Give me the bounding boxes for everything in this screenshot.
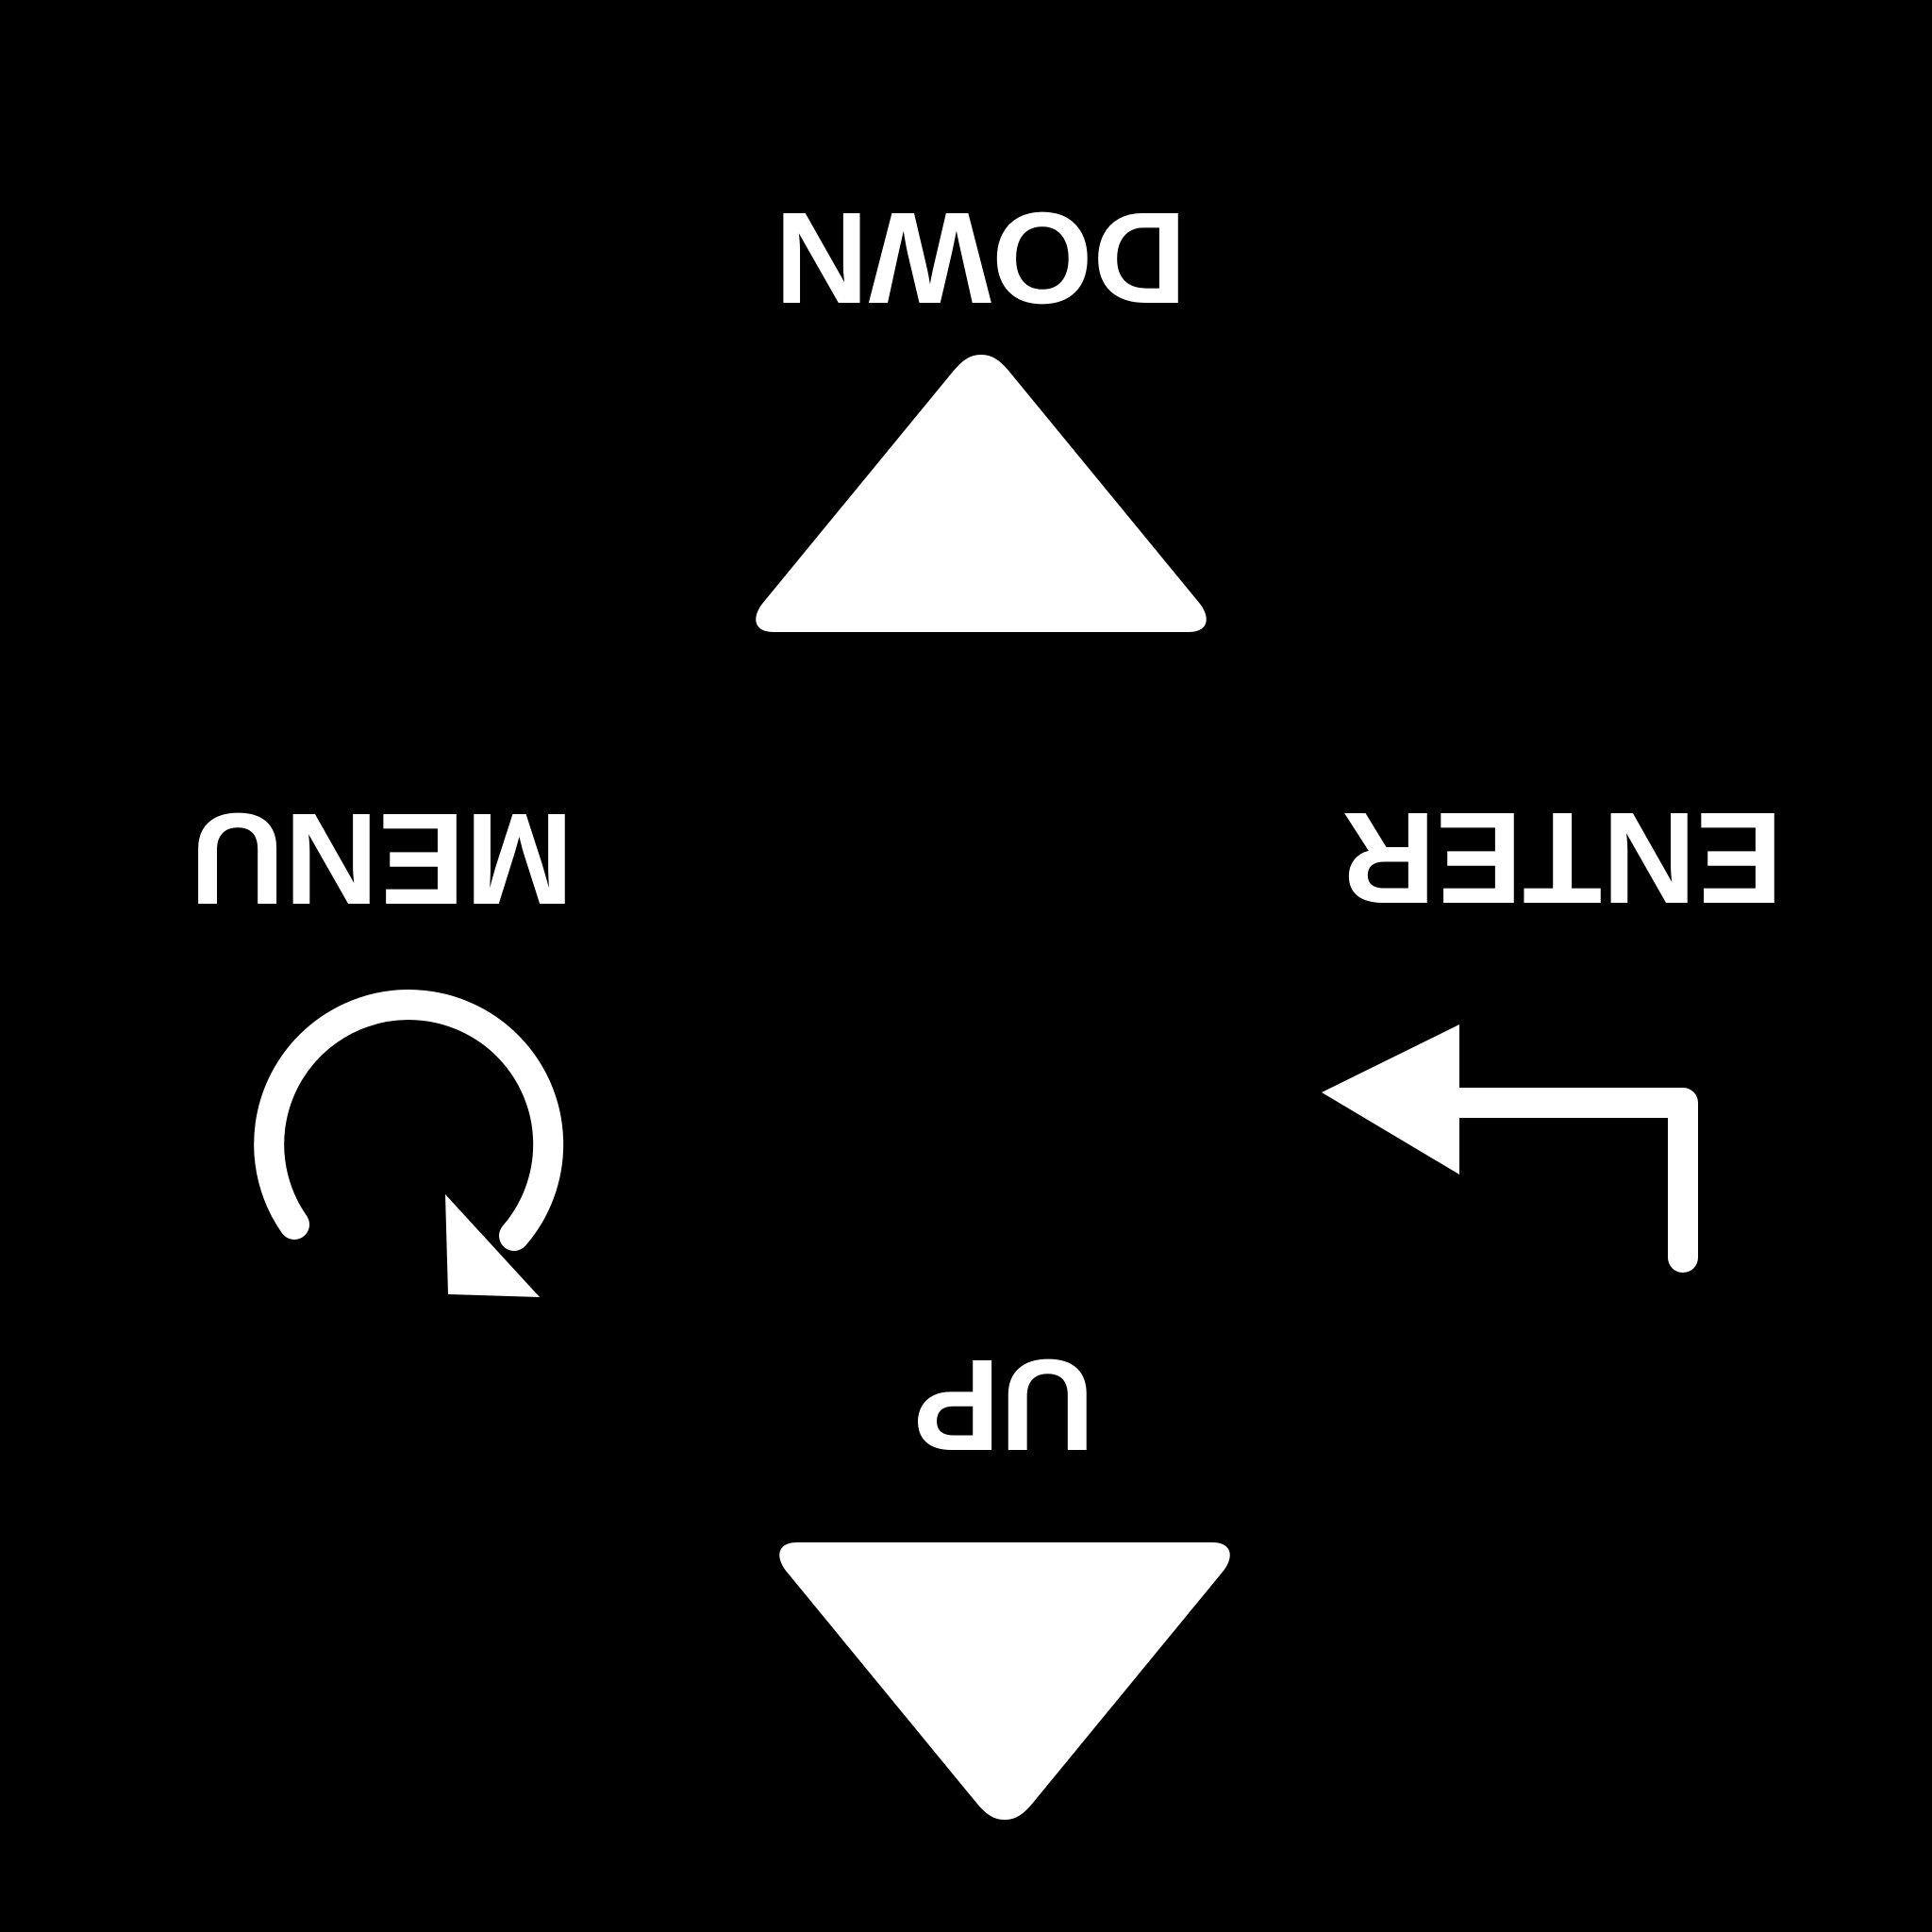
circular-arrow-icon[interactable] xyxy=(236,972,566,1302)
up-button-label[interactable]: UP xyxy=(913,1332,1094,1477)
up-arrow-icon[interactable] xyxy=(769,1533,1241,1825)
enter-button-label[interactable]: ENTER xyxy=(1341,785,1783,930)
down-button-label[interactable]: DOWN xyxy=(774,185,1187,330)
return-arrow-icon[interactable] xyxy=(1316,1014,1731,1278)
menu-button-label[interactable]: MENU xyxy=(190,786,574,931)
down-arrow-icon[interactable] xyxy=(745,349,1217,641)
